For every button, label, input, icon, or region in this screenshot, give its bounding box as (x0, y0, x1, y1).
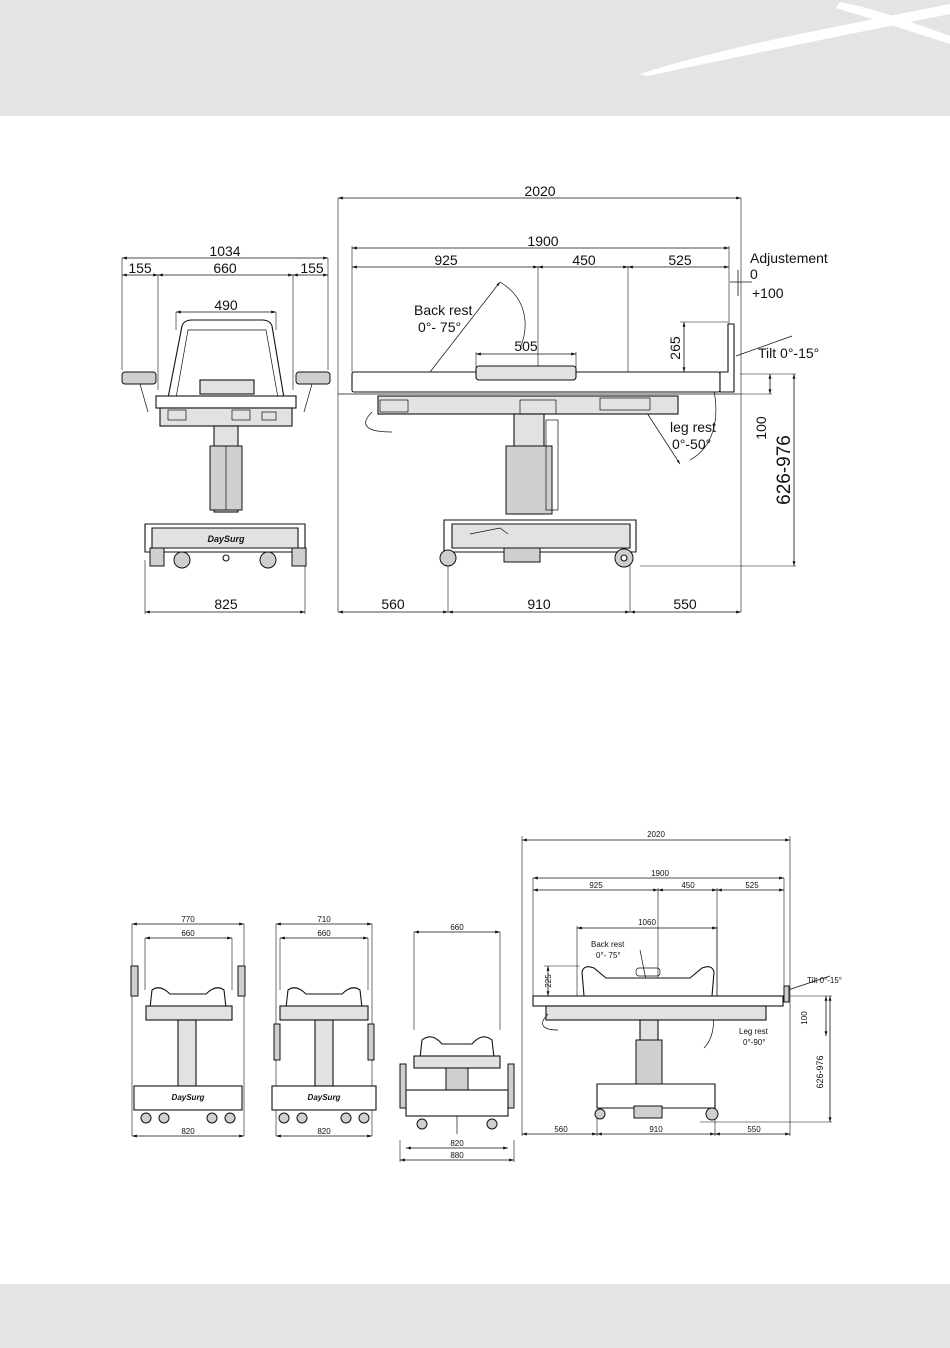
leg-rest-label: leg rest (670, 419, 716, 435)
front-a-top-width: 770 (181, 915, 195, 924)
bottom-back-rest-range: 0°- 75° (596, 951, 621, 960)
bottom-side-seg-leg: 525 (745, 881, 759, 890)
header-band (0, 0, 950, 116)
header-swoosh-logo (640, 2, 950, 76)
back-rest-range: 0°- 75° (418, 319, 461, 335)
side-base-front: 560 (381, 596, 405, 612)
bottom-side-rail-height: 225 (544, 974, 553, 988)
adjustment-max: +100 (752, 285, 784, 301)
bottom-tilt-label: Tilt 0°-15° (807, 976, 842, 985)
bottom-adjust-height: 100 (800, 1011, 809, 1025)
side-rail-height: 265 (667, 336, 683, 360)
bottom-side-rail-length: 1060 (638, 918, 656, 927)
bottom-base-mid: 910 (649, 1125, 663, 1134)
bottom-front-view-c (399, 930, 515, 1162)
front-inner-width: 660 (213, 260, 237, 276)
adjustment-min: 0 (750, 266, 758, 282)
front-back-width: 490 (214, 297, 238, 313)
bottom-front-view-a (130, 922, 246, 1138)
bottom-base-front: 560 (554, 1125, 568, 1134)
bottom-base-rear: 550 (747, 1125, 761, 1134)
side-seg-leg: 525 (668, 252, 692, 268)
leg-rest-range: 0°-50° (672, 436, 711, 452)
tilt-label: Tilt 0°-15° (758, 345, 819, 361)
front-c-top-width: 660 (450, 923, 464, 932)
bottom-height-range: 626-976 (815, 1055, 825, 1088)
bottom-front-view-b (271, 922, 377, 1138)
side-seat-width: 505 (514, 338, 538, 354)
bottom-side-overall-length: 2020 (647, 830, 665, 839)
bottom-leg-rest-range: 0°-90° (743, 1038, 765, 1047)
footer-band (0, 1284, 950, 1348)
front-right-offset: 155 (300, 260, 324, 276)
front-b-base-width: 820 (317, 1127, 331, 1136)
side-seg-back: 925 (434, 252, 458, 268)
top-front-view (121, 256, 331, 614)
bottom-side-seg-back: 925 (589, 881, 603, 890)
front-b-top-width: 710 (317, 915, 331, 924)
bottom-leg-rest-label: Leg rest (739, 1027, 769, 1036)
side-seg-mid: 450 (572, 252, 596, 268)
front-left-offset: 155 (128, 260, 152, 276)
front-brand-logo: DaySurg (207, 534, 245, 544)
adjustment-title: Adjustement (750, 250, 828, 266)
side-overall-length: 2020 (524, 183, 555, 199)
front-c-base-width-outer: 880 (450, 1151, 464, 1160)
side-base-rear: 550 (673, 596, 697, 612)
front-a-inner-width: 660 (181, 929, 195, 938)
bottom-side-view (521, 836, 832, 1136)
front-b-brand-logo: DaySurg (308, 1093, 341, 1102)
top-side-view (337, 196, 796, 614)
front-overall-width: 1034 (209, 243, 240, 259)
bottom-back-rest-label: Back rest (591, 940, 625, 949)
front-a-brand-logo: DaySurg (172, 1093, 205, 1102)
side-height-range: 626-976 (774, 435, 795, 505)
front-a-base-width: 820 (181, 1127, 195, 1136)
side-top-length: 1900 (527, 233, 558, 249)
back-rest-label: Back rest (414, 302, 472, 318)
front-b-inner-width: 660 (317, 929, 331, 938)
side-base-mid: 910 (527, 596, 551, 612)
front-c-base-width: 820 (450, 1139, 464, 1148)
front-base-width: 825 (214, 596, 238, 612)
side-adjust-height: 100 (753, 416, 769, 440)
bottom-side-top-length: 1900 (651, 869, 669, 878)
bottom-side-seg-mid: 450 (681, 881, 695, 890)
